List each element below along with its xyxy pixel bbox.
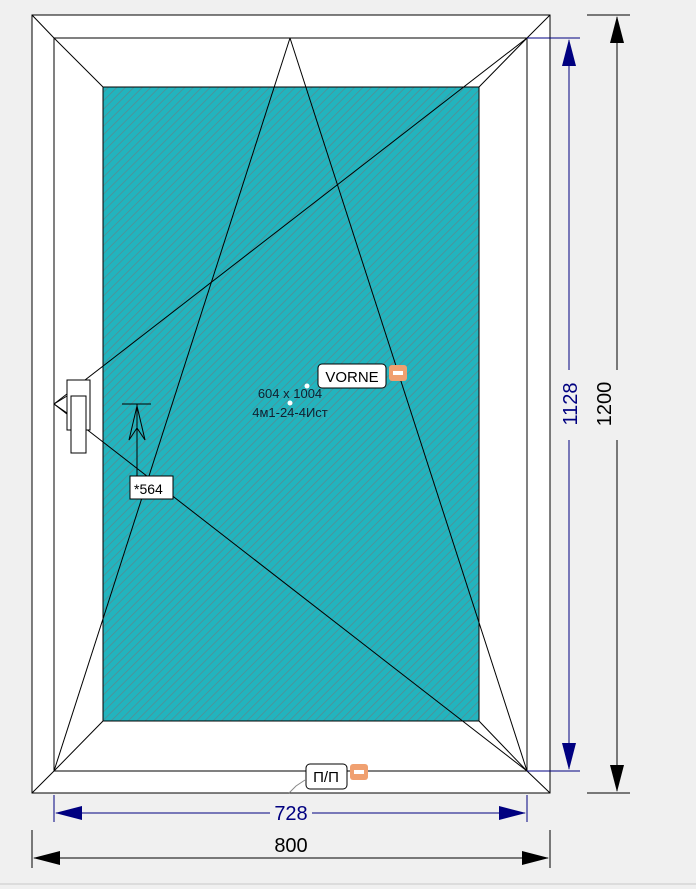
- sash-width-dimension: [53, 795, 528, 822]
- handle-height-marker: [122, 403, 151, 476]
- frame-height-dimension: [587, 14, 630, 794]
- frame-height-label[interactable]: 1200: [594, 382, 616, 427]
- opening-label-box[interactable]: [305, 763, 348, 790]
- opening-label: П/П: [313, 769, 339, 786]
- frame-width-dimension: [31, 830, 551, 868]
- frame-miters: [31, 14, 551, 794]
- frame-width-label[interactable]: 800: [274, 835, 307, 857]
- sash-width-label[interactable]: 728: [274, 803, 307, 825]
- profile-remove-button[interactable]: [389, 365, 407, 381]
- profile-label-box[interactable]: [317, 363, 387, 389]
- handle-icon[interactable]: [53, 379, 91, 454]
- sash-height-dimension: [527, 37, 580, 772]
- opening-lines: [53, 37, 528, 772]
- glass-marker: [304, 383, 310, 389]
- glass-formula: 4м1-24-4Ист: [252, 405, 328, 420]
- profile-label: VORNE: [325, 369, 378, 386]
- handle-height-label-box[interactable]: [129, 475, 174, 500]
- glass-marker: [287, 400, 293, 406]
- opening-remove-button[interactable]: [350, 764, 368, 780]
- handle-height-label: *564: [134, 481, 163, 497]
- glass-size: 604 x 1004: [258, 386, 322, 401]
- opening-label-leader: [288, 779, 306, 794]
- sash-height-label[interactable]: 1128: [560, 382, 582, 425]
